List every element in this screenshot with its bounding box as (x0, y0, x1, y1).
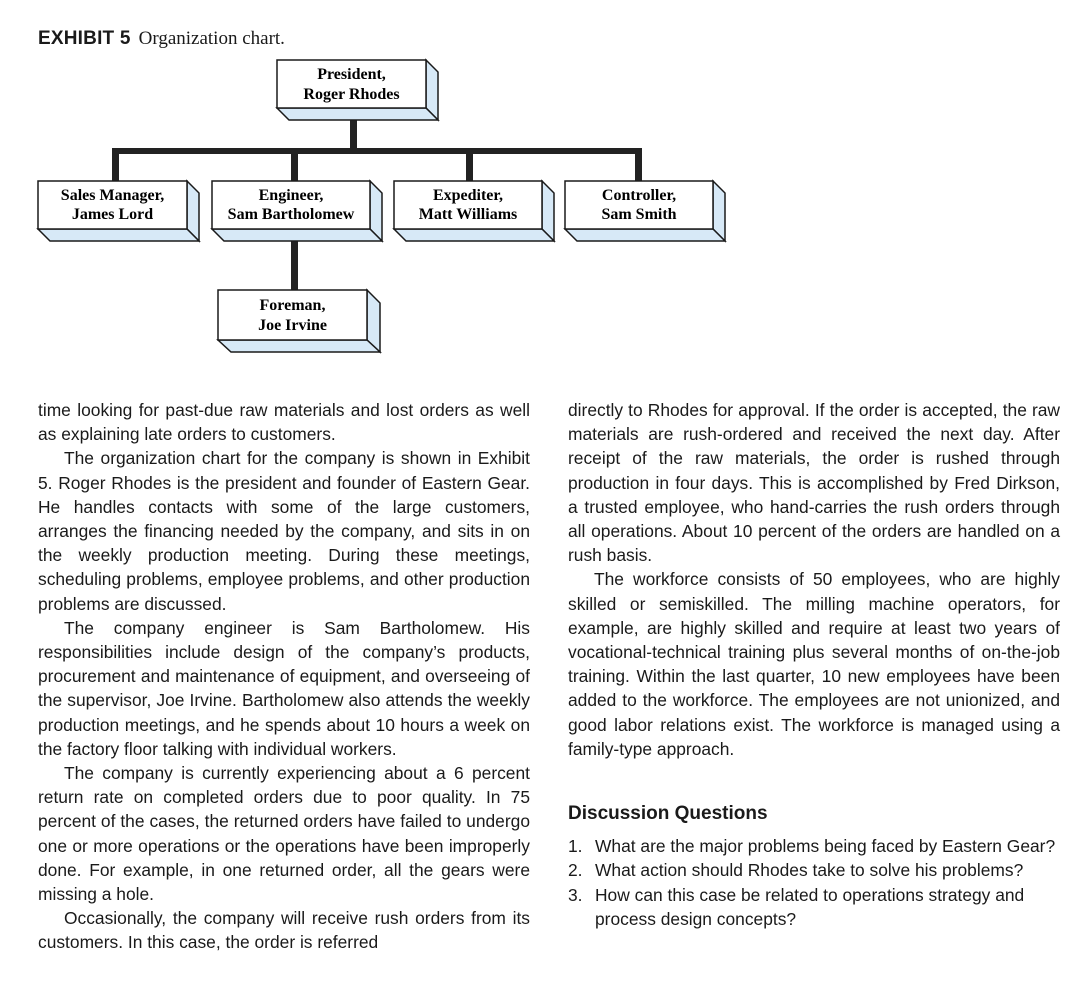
paragraph: Occasionally, the company will receive r… (38, 908, 530, 953)
discussion-questions-list: 1. What are the major problems being face… (568, 834, 1060, 931)
org-box-sales-manager: Sales Manager, James Lord (36, 179, 201, 243)
paragraph: time looking for past-due raw materials … (38, 400, 530, 445)
org-chart: President, Roger Rhodes Sales Manager, J… (36, 58, 727, 354)
question-text: What are the major problems being faced … (595, 836, 1056, 857)
paragraph: The company engineer is Sam Bartholomew.… (38, 617, 530, 759)
exhibit-heading: EXHIBIT 5 Organization chart. (38, 28, 285, 50)
exhibit-caption: Organization chart. (138, 28, 285, 49)
list-item: 2. What action should Rhodes take to solv… (568, 858, 1060, 882)
discussion-questions-heading: Discussion Questions (568, 803, 768, 825)
org-box-controller: Controller, Sam Smith (563, 179, 727, 243)
controller-title: Controller, (602, 187, 676, 204)
question-number: 2. (568, 860, 583, 881)
org-box-foreman: Foreman, Joe Irvine (216, 288, 382, 354)
expediter-name: Matt Williams (419, 206, 518, 223)
president-title: President, (317, 66, 386, 83)
question-number: 1. (568, 836, 583, 857)
question-text: What action should Rhodes take to solve … (595, 860, 1024, 881)
engineer-name: Sam Bartholomew (228, 206, 355, 223)
list-item: 3. How can this case be related to operat… (568, 883, 1060, 931)
engineer-title: Engineer, (259, 187, 324, 204)
sales-manager-name: James Lord (72, 206, 153, 223)
question-text: How can this case be related to operatio… (595, 884, 1025, 929)
org-box-president: President, Roger Rhodes (275, 58, 440, 122)
left-column: time looking for past-due raw materials … (38, 398, 530, 955)
foreman-title: Foreman, (260, 297, 326, 314)
list-item: 1. What are the major problems being face… (568, 834, 1060, 858)
controller-name: Sam Smith (601, 206, 676, 223)
org-box-expediter: Expediter, Matt Williams (392, 179, 556, 243)
question-number: 3. (568, 884, 583, 905)
right-column: directly to Rhodes for approval. If the … (568, 398, 1060, 931)
paragraph: The company is currently experiencing ab… (38, 763, 530, 905)
expediter-title: Expediter, (433, 187, 503, 204)
paragraph: The workforce consists of 50 employees, … (568, 569, 1060, 759)
exhibit-number: EXHIBIT 5 (38, 28, 131, 49)
paragraph: directly to Rhodes for approval. If the … (568, 400, 1060, 566)
foreman-name: Joe Irvine (258, 317, 327, 334)
org-chart-connectors (112, 108, 642, 290)
president-name: Roger Rhodes (303, 86, 399, 103)
org-box-engineer: Engineer, Sam Bartholomew (210, 179, 384, 243)
sales-manager-title: Sales Manager, (61, 187, 164, 204)
paragraph: The organization chart for the company i… (38, 448, 530, 614)
